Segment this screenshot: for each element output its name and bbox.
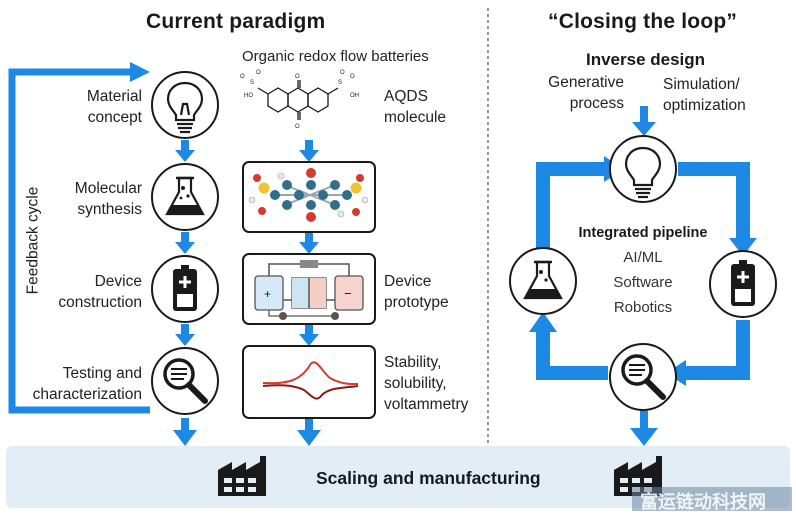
pipeline-item-software: Software	[613, 274, 673, 291]
voltammogram-icon	[262, 361, 359, 400]
aqds-structure-icon	[257, 80, 339, 120]
feedback-arrowhead	[130, 62, 150, 82]
pipeline-magnifier-icon	[621, 354, 666, 400]
current-paradigm-title: Current paradigm	[146, 10, 326, 33]
lightbulb-icon	[166, 81, 204, 134]
closing-loop-title: “Closing the loop”	[548, 10, 738, 33]
device-prototype-icon: + −	[254, 260, 364, 320]
svg-text:S: S	[338, 80, 342, 86]
svg-text:OH: OH	[350, 93, 359, 99]
svg-text:−: −	[344, 286, 352, 301]
magnifier-icon	[163, 358, 208, 404]
pipeline-flask-icon	[523, 260, 563, 300]
feedback-cycle-arrow	[8, 68, 150, 414]
scaling-band	[6, 446, 790, 508]
stability-solubility-label: Stability,solubility,voltammetry	[384, 354, 469, 413]
simulation-optimization-label: Simulation/optimization	[663, 76, 746, 114]
svg-text:S: S	[250, 80, 254, 86]
inverse-design-arrow	[632, 106, 656, 136]
factory-icon	[218, 456, 266, 496]
pipeline-loop-arrows	[529, 156, 757, 386]
watermark-text: 富运链动科技网	[640, 492, 766, 512]
pipeline-lightbulb-icon	[624, 146, 662, 199]
flow-batteries-subtitle: Organic redox flow batteries	[242, 48, 429, 65]
pipeline-item-ai-ml: AI/ML	[623, 249, 663, 266]
right-scaling-arrow	[630, 410, 658, 446]
svg-text:O: O	[340, 70, 345, 76]
integrated-pipeline-title: Integrated pipeline	[578, 225, 708, 241]
watermark-backdrop	[632, 487, 792, 511]
svg-text:O: O	[256, 70, 261, 76]
svg-text:O: O	[240, 74, 245, 80]
pipeline-battery-icon	[731, 260, 755, 306]
svg-text:O: O	[295, 124, 300, 130]
inverse-design-label: Inverse design	[586, 50, 706, 69]
scaling-manufacturing-label: Scaling and manufacturing	[316, 468, 541, 488]
flask-icon	[165, 176, 205, 216]
svg-text:HO: HO	[244, 93, 253, 99]
svg-text:+: +	[264, 287, 271, 301]
molecule-3d-icon	[248, 168, 369, 222]
svg-text:O: O	[350, 74, 355, 80]
pipeline-item-robotics: Robotics	[613, 299, 673, 316]
svg-text:O: O	[295, 74, 300, 80]
battery-icon	[173, 265, 197, 311]
left-step-arrows	[173, 140, 197, 446]
center-step-arrows	[297, 140, 321, 446]
